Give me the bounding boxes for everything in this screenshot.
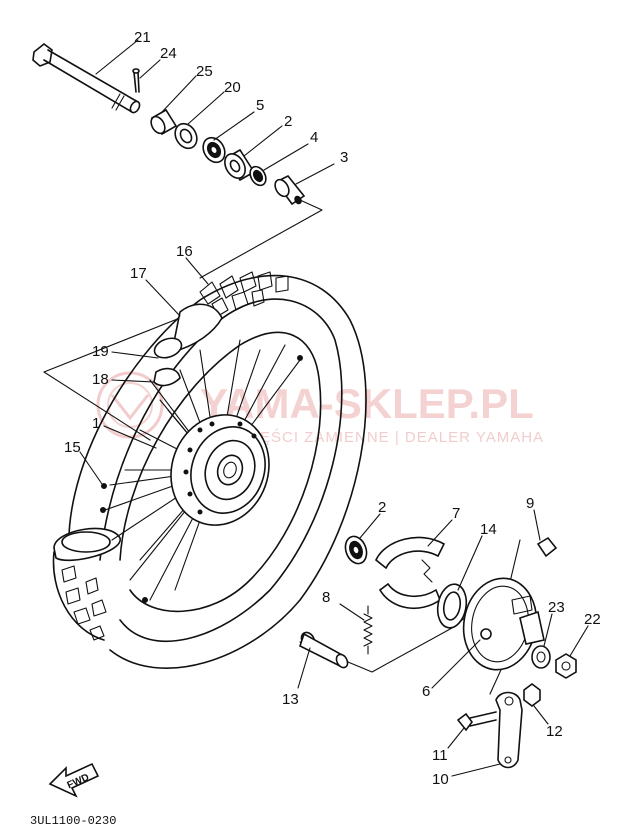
callout-1: 1 <box>92 415 100 432</box>
callout-10: 10 <box>432 771 449 788</box>
hub <box>170 414 270 526</box>
axle-part-21 <box>32 42 141 114</box>
watermark-title: YAMA-SKLEP.PL <box>200 380 534 427</box>
brake-plate-part-6 <box>462 577 545 671</box>
leader-lines <box>79 39 589 777</box>
nut-part-22 <box>555 653 577 679</box>
tire-cutaway-section <box>52 527 121 641</box>
rim-part-1 <box>119 331 322 613</box>
spring-part-8 <box>363 605 373 655</box>
ring-part-4 <box>249 165 267 187</box>
callout-2-lower: 2 <box>378 499 386 516</box>
callout-6: 6 <box>422 683 430 700</box>
boot-part-9 <box>536 536 558 558</box>
cotter-pin-part-24 <box>132 68 140 93</box>
callout-18: 18 <box>92 371 109 388</box>
bearing-part-2-lower <box>344 535 368 565</box>
callout-25: 25 <box>196 63 213 80</box>
callout-24: 24 <box>160 45 177 62</box>
collar-part-25 <box>150 108 178 136</box>
callout-14: 14 <box>480 521 497 538</box>
callout-4: 4 <box>310 129 318 146</box>
callout-20: 20 <box>224 79 241 96</box>
callout-16: 16 <box>176 243 193 260</box>
washer-part-23 <box>531 645 551 669</box>
callout-22: 22 <box>584 611 601 628</box>
callout-21: 21 <box>134 29 151 46</box>
callout-7: 7 <box>452 505 460 522</box>
nut-part-12 <box>523 683 541 707</box>
axle-assembly <box>32 42 306 206</box>
callout-5: 5 <box>256 97 264 114</box>
callout-9: 9 <box>526 495 534 512</box>
drawing-code: 3UL1100-0230 <box>30 814 116 828</box>
callout-19: 19 <box>92 343 109 360</box>
wheel-assembly <box>52 271 367 670</box>
brake-shoe-part-7 <box>375 536 446 609</box>
fwd-arrow-icon: FWD <box>48 762 100 798</box>
seal-part-14 <box>436 583 468 629</box>
callout-13: 13 <box>282 691 299 708</box>
callout-2-upper: 2 <box>284 113 292 130</box>
tube-part-17 <box>153 303 223 359</box>
spacer-part-3 <box>274 174 306 206</box>
callout-15: 15 <box>64 439 81 456</box>
callout-11: 11 <box>432 747 448 764</box>
valve-part-18 <box>153 367 181 387</box>
brake-assembly <box>299 535 577 769</box>
tire-tread-top <box>199 271 289 317</box>
callout-8: 8 <box>322 589 330 606</box>
callout-12: 12 <box>546 723 563 740</box>
cam-lever-part-10 <box>495 691 523 769</box>
tire-part-16 <box>52 271 367 670</box>
watermark-subtitle: CZĘŚCI ZAMIENNE | DEALER YAMAHA <box>238 428 544 446</box>
callout-23: 23 <box>548 599 565 616</box>
callout-17: 17 <box>130 265 147 282</box>
camshaft-part-13 <box>299 631 349 669</box>
oil-seal-part-20 <box>174 122 198 150</box>
callout-3: 3 <box>340 149 348 166</box>
callout-labels: 21 24 25 20 5 2 4 3 16 17 19 18 1 15 2 7… <box>64 29 601 788</box>
bearing-part-2-upper <box>224 148 256 182</box>
bearing-part-5 <box>202 136 226 164</box>
bolt-part-11 <box>456 711 497 732</box>
